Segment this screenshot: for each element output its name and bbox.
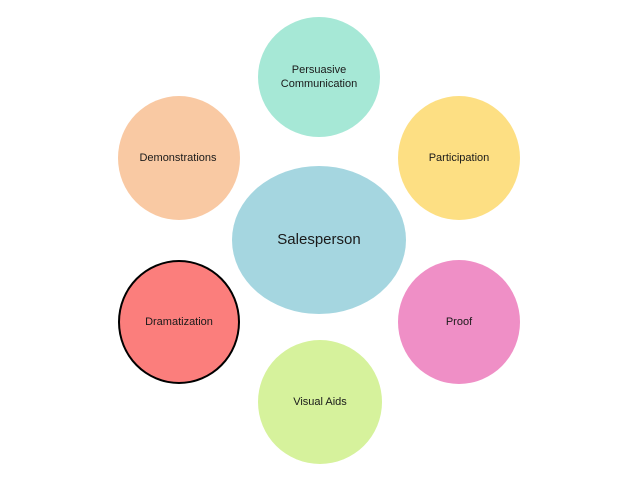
participation-label: Participation bbox=[428, 152, 490, 164]
visual-aids-label: Visual Aids bbox=[293, 396, 347, 408]
salesperson-label: Salesperson bbox=[277, 231, 361, 248]
demonstrations-circle: Demonstrations bbox=[118, 96, 240, 220]
dramatization-circle: Dramatization bbox=[118, 260, 240, 384]
visual-aids-circle: Visual Aids bbox=[258, 340, 382, 464]
persuasive-communication-label: Persuasive Communication bbox=[280, 64, 358, 90]
proof-label: Proof bbox=[445, 316, 473, 328]
persuasive-communication-circle: Persuasive Communication bbox=[258, 17, 380, 137]
dramatization-label: Dramatization bbox=[145, 316, 213, 328]
participation-circle: Participation bbox=[398, 96, 520, 220]
proof-circle: Proof bbox=[398, 260, 520, 384]
demonstrations-label: Demonstrations bbox=[139, 152, 217, 164]
salesperson-circle: Salesperson bbox=[232, 166, 406, 314]
